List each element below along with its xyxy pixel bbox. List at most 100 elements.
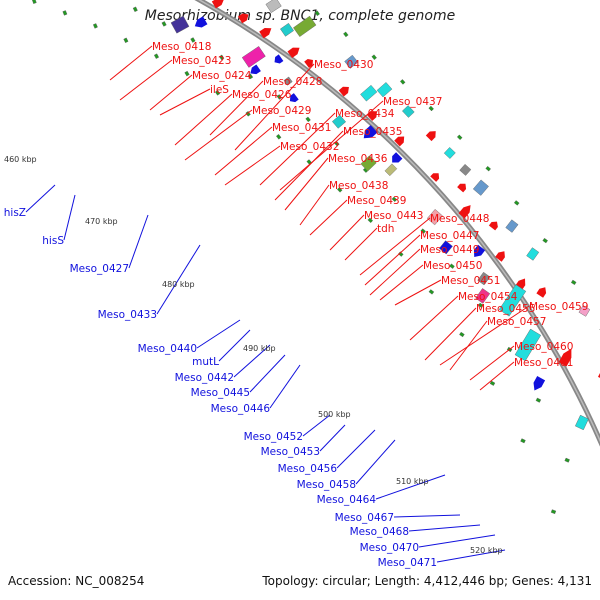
gene-label-reverse: Meso_0471	[378, 557, 437, 569]
gene-label-reverse: hisZ	[4, 207, 26, 219]
gene-feature-reverse	[250, 64, 261, 75]
gene-feature-reverse	[194, 16, 208, 28]
track-tick	[513, 200, 520, 206]
track-tick	[276, 134, 282, 140]
track-tick	[449, 263, 455, 269]
leader-line	[299, 184, 330, 226]
track-tick	[336, 187, 343, 193]
gene-label-reverse: Meso_0458	[297, 479, 356, 491]
track-tick	[459, 331, 465, 338]
leader-line	[379, 264, 424, 301]
leader-line	[309, 199, 348, 236]
gene-label-forward: Meso_0434	[335, 108, 395, 120]
track-tick	[123, 37, 129, 44]
leader-line	[319, 424, 346, 452]
gene-label-forward: Meso_0443	[364, 210, 423, 222]
track-tick	[520, 438, 526, 444]
gene-label-forward: Meso_0450	[423, 260, 482, 272]
gene-feature-forward	[505, 219, 519, 233]
gene-feature-forward	[376, 82, 393, 98]
gene-feature-forward	[304, 58, 313, 69]
track-tick	[485, 165, 491, 172]
gene-feature-forward	[459, 163, 472, 176]
gene-label-forward: Meso_0448	[430, 213, 489, 225]
leader-line	[329, 214, 365, 251]
track-tick	[550, 509, 557, 515]
track-tick	[391, 196, 398, 203]
leader-line	[393, 514, 461, 518]
leader-line	[279, 100, 384, 191]
track-tick	[132, 6, 138, 13]
leader-line	[119, 59, 173, 101]
gene-label-forward: Meso_0436	[328, 153, 388, 165]
gene-label-reverse: Meso_0427	[70, 263, 129, 275]
gene-feature-reverse	[514, 328, 542, 362]
leader-line	[479, 361, 515, 391]
track-tick	[214, 90, 221, 96]
gene-label-reverse: Meso_0470	[360, 542, 419, 554]
leader-line	[408, 524, 481, 532]
leader-line	[364, 234, 421, 286]
track-tick	[478, 302, 484, 309]
gene-label-forward: Meso_0432	[280, 141, 339, 153]
gene-feature-reverse	[289, 93, 299, 103]
track-tick	[245, 111, 251, 117]
gene-label-forward: Meso_0431	[272, 122, 331, 134]
leader-line	[449, 320, 488, 371]
leader-line	[302, 414, 331, 437]
gene-label-reverse: Meso_0468	[350, 526, 409, 538]
track-tick	[535, 397, 542, 403]
leader-line	[249, 354, 286, 393]
gene-feature-forward	[293, 15, 317, 37]
gene-feature-forward	[578, 305, 591, 317]
gene-label-forward: Meso_0437	[383, 96, 442, 108]
leader-line	[233, 344, 271, 378]
gene-label-forward: Meso_0454	[458, 291, 518, 303]
gene-feature-reverse	[170, 15, 190, 34]
gene-feature-forward	[536, 287, 547, 298]
gene-label-forward: Meso_0429	[252, 105, 311, 117]
kbp-tick-label: 520 kbp	[470, 546, 503, 555]
leader-line	[63, 194, 76, 241]
gene-label-forward: tdh	[377, 223, 394, 235]
gene-label-forward: Meso_0459	[529, 301, 588, 313]
leader-line	[128, 214, 149, 269]
gene-feature-forward	[394, 136, 405, 147]
gene-feature-reverse	[392, 152, 403, 163]
leader-line	[214, 126, 273, 176]
leader-line	[25, 184, 56, 213]
gene-feature-reverse	[477, 271, 491, 286]
track-tick	[153, 53, 160, 59]
leader-line	[234, 63, 315, 151]
gene-feature-reverse	[426, 209, 443, 226]
gene-feature-reverse	[241, 46, 266, 68]
kbp-tick-label: 460 kbp	[4, 155, 37, 164]
gene-feature-forward	[457, 183, 467, 193]
gene-label-forward: Meso_0439	[347, 195, 406, 207]
leader-line	[344, 227, 378, 261]
leader-line	[224, 145, 281, 186]
gene-feature-forward	[443, 147, 456, 159]
track-tick	[398, 251, 404, 257]
gene-feature-forward	[338, 86, 349, 97]
gene-feature-forward	[366, 111, 378, 121]
track-tick	[276, 94, 282, 100]
gene-feature-reverse	[475, 288, 491, 304]
gene-feature-reverse	[384, 163, 398, 177]
track-tick	[564, 457, 570, 463]
genome-backbone-highlight	[197, 0, 600, 443]
leader-line	[284, 157, 329, 211]
gene-label-forward: Meso_0460	[514, 341, 573, 353]
gene-feature-forward	[280, 22, 294, 37]
leader-line	[274, 130, 344, 201]
gene-label-reverse: Meso_0433	[98, 309, 157, 321]
track-tick	[399, 79, 406, 85]
gene-feature-forward	[259, 27, 272, 39]
gene-feature-reverse	[575, 414, 589, 431]
gene-label-forward: Meso_0455	[476, 303, 535, 315]
track-tick	[190, 37, 196, 43]
gene-feature-forward	[265, 0, 282, 13]
track-tick	[247, 73, 254, 80]
gene-feature-forward	[430, 173, 440, 182]
